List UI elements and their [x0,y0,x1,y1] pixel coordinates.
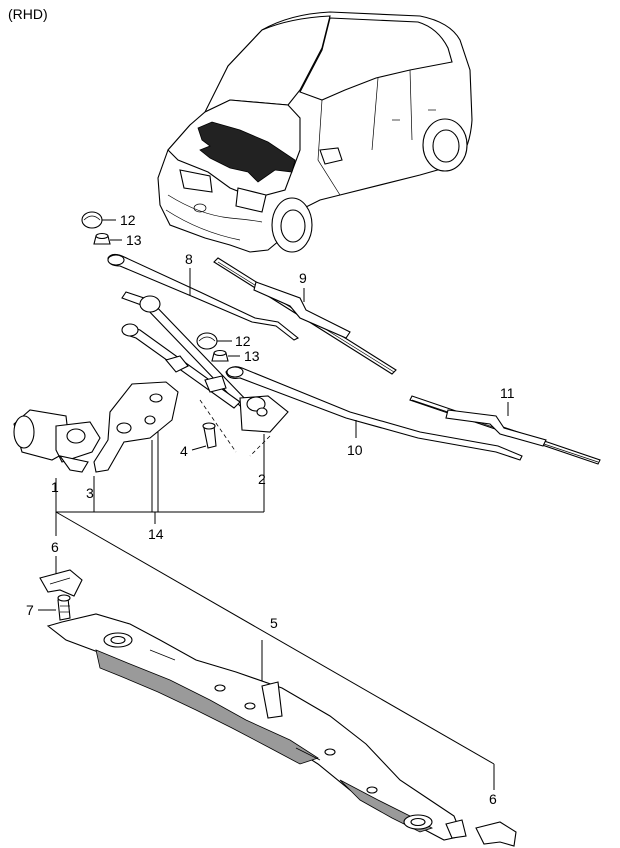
wiper-arm-10 [225,366,523,461]
callout-7: 7 [26,602,34,618]
callout-3: 3 [86,485,94,501]
cap-12-lower [196,332,218,350]
callout-12-lower: 12 [235,333,251,349]
callout-14: 14 [148,526,164,542]
callout-1: 1 [51,479,59,495]
callout-10: 10 [347,442,363,458]
bracket-6-left [39,569,83,597]
callout-6-left: 6 [51,539,59,555]
car-illustration [157,11,473,253]
nut-13-lower [211,349,229,362]
wiper-blade-9 [213,257,397,375]
wiper-motor-1 [13,409,101,473]
leader-lines [38,219,509,790]
callout-13-upper: 13 [126,232,142,248]
callout-labels: 12 13 8 9 12 13 11 4 10 2 1 3 14 6 7 5 6 [26,212,515,807]
nut-13-upper [93,232,111,245]
wiper-arm-8 [107,253,300,341]
callout-4: 4 [180,443,188,459]
bracket-3 [93,381,179,473]
callout-2: 2 [258,471,266,487]
callout-8: 8 [185,251,193,267]
linkage-assembly [121,291,289,457]
frame-5 [46,613,463,841]
callout-12-upper: 12 [120,212,136,228]
rhd-label: (RHD) [8,6,48,22]
callout-5: 5 [270,615,278,631]
callout-9: 9 [299,270,307,286]
cap-12-upper [81,211,103,229]
callout-6-right: 6 [489,791,497,807]
bolt-7 [57,594,71,621]
bolt-4 [202,422,217,449]
callout-13-lower: 13 [244,348,260,364]
callout-11: 11 [500,385,515,401]
bracket-6-right [445,819,517,847]
wiper-blade-11 [409,395,601,465]
